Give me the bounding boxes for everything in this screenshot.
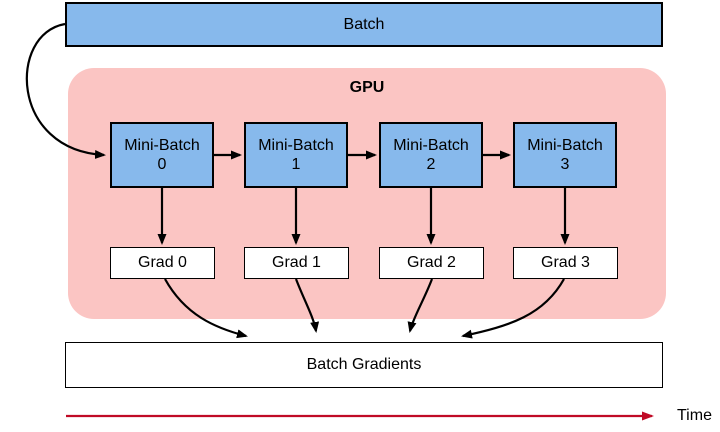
minibatch-0-node: Mini-Batch 0: [110, 122, 214, 188]
minibatch-3-node: Mini-Batch 3: [513, 122, 617, 188]
minibatch-0-label-line2: 0: [157, 156, 167, 173]
grad-0-label: Grad 0: [138, 254, 187, 271]
batch-label: Batch: [343, 15, 385, 33]
arrow-grad-1-to-batch-gradients: [294, 278, 320, 333]
minibatch-3-label-line2: 3: [560, 156, 570, 173]
gpu-label: GPU: [349, 79, 385, 96]
arrow-grad-2-to-batch-gradients: [407, 278, 434, 333]
grad-2-node: Grad 2: [379, 247, 484, 279]
batch-gradients-node: Batch Gradients: [65, 342, 663, 388]
grad-2-label: Grad 2: [407, 254, 456, 271]
minibatch-3-label-line1: Mini-Batch: [527, 137, 603, 154]
minibatch-1-label-line1: Mini-Batch: [258, 137, 334, 154]
minibatch-2-node: Mini-Batch 2: [379, 122, 483, 188]
arrow-grad-3-to-batch-gradients: [461, 278, 565, 339]
grad-1-node: Grad 1: [244, 247, 349, 279]
grad-3-node: Grad 3: [513, 247, 618, 279]
minibatch-0-label-line1: Mini-Batch: [124, 137, 200, 154]
grad-1-label: Grad 1: [272, 254, 321, 271]
arrow-batch-to-minibatch-0: [25, 22, 106, 160]
minibatch-1-node: Mini-Batch 1: [244, 122, 348, 188]
batch-gradients-label: Batch Gradients: [306, 356, 422, 373]
grad-0-node: Grad 0: [110, 247, 215, 279]
minibatch-1-label-line2: 1: [291, 156, 301, 173]
arrow-grad-0-to-batch-gradients: [164, 278, 248, 339]
batch-node: Batch: [65, 2, 663, 47]
minibatch-2-label-line1: Mini-Batch: [393, 137, 469, 154]
grad-3-label: Grad 3: [541, 254, 590, 271]
time-axis-label: Time: [677, 407, 712, 424]
minibatch-2-label-line2: 2: [426, 156, 436, 173]
